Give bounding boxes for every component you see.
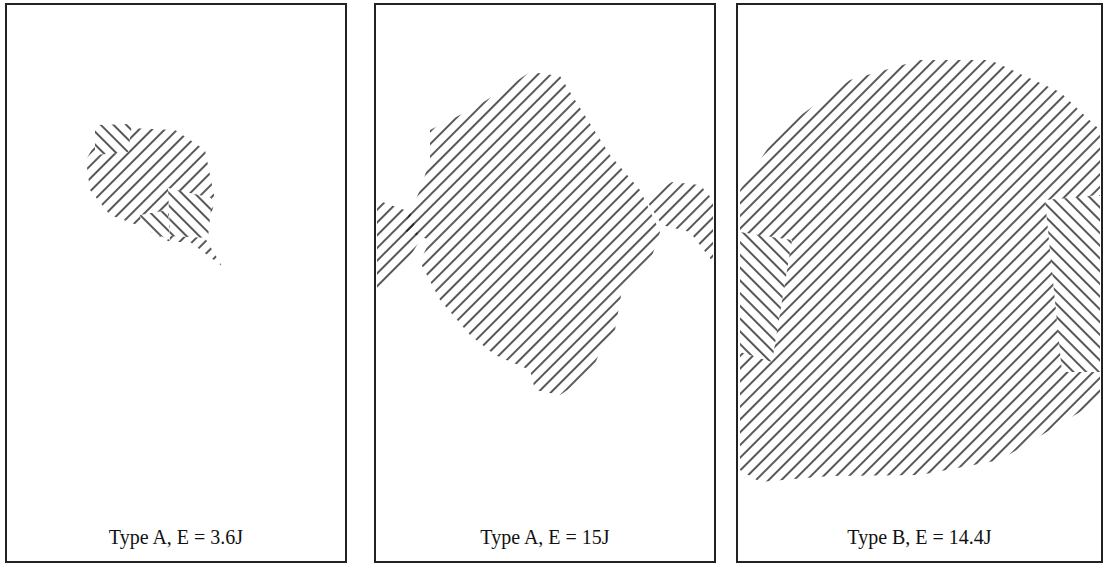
- damage-area-small: [86, 124, 222, 266]
- damage-area-large: [740, 60, 1100, 482]
- panel-caption: Type A, E = 3.6J: [105, 526, 247, 549]
- figure-panel: Type A, E = 15J: [374, 3, 716, 563]
- panel-caption: Type A, E = 15J: [476, 526, 613, 549]
- figure-panel: Type B, E = 14.4J: [736, 3, 1103, 563]
- figure-panel: Type A, E = 3.6J: [5, 3, 347, 563]
- panel-caption: Type B, E = 14.4J: [843, 526, 995, 549]
- damage-area-medium: [377, 72, 713, 395]
